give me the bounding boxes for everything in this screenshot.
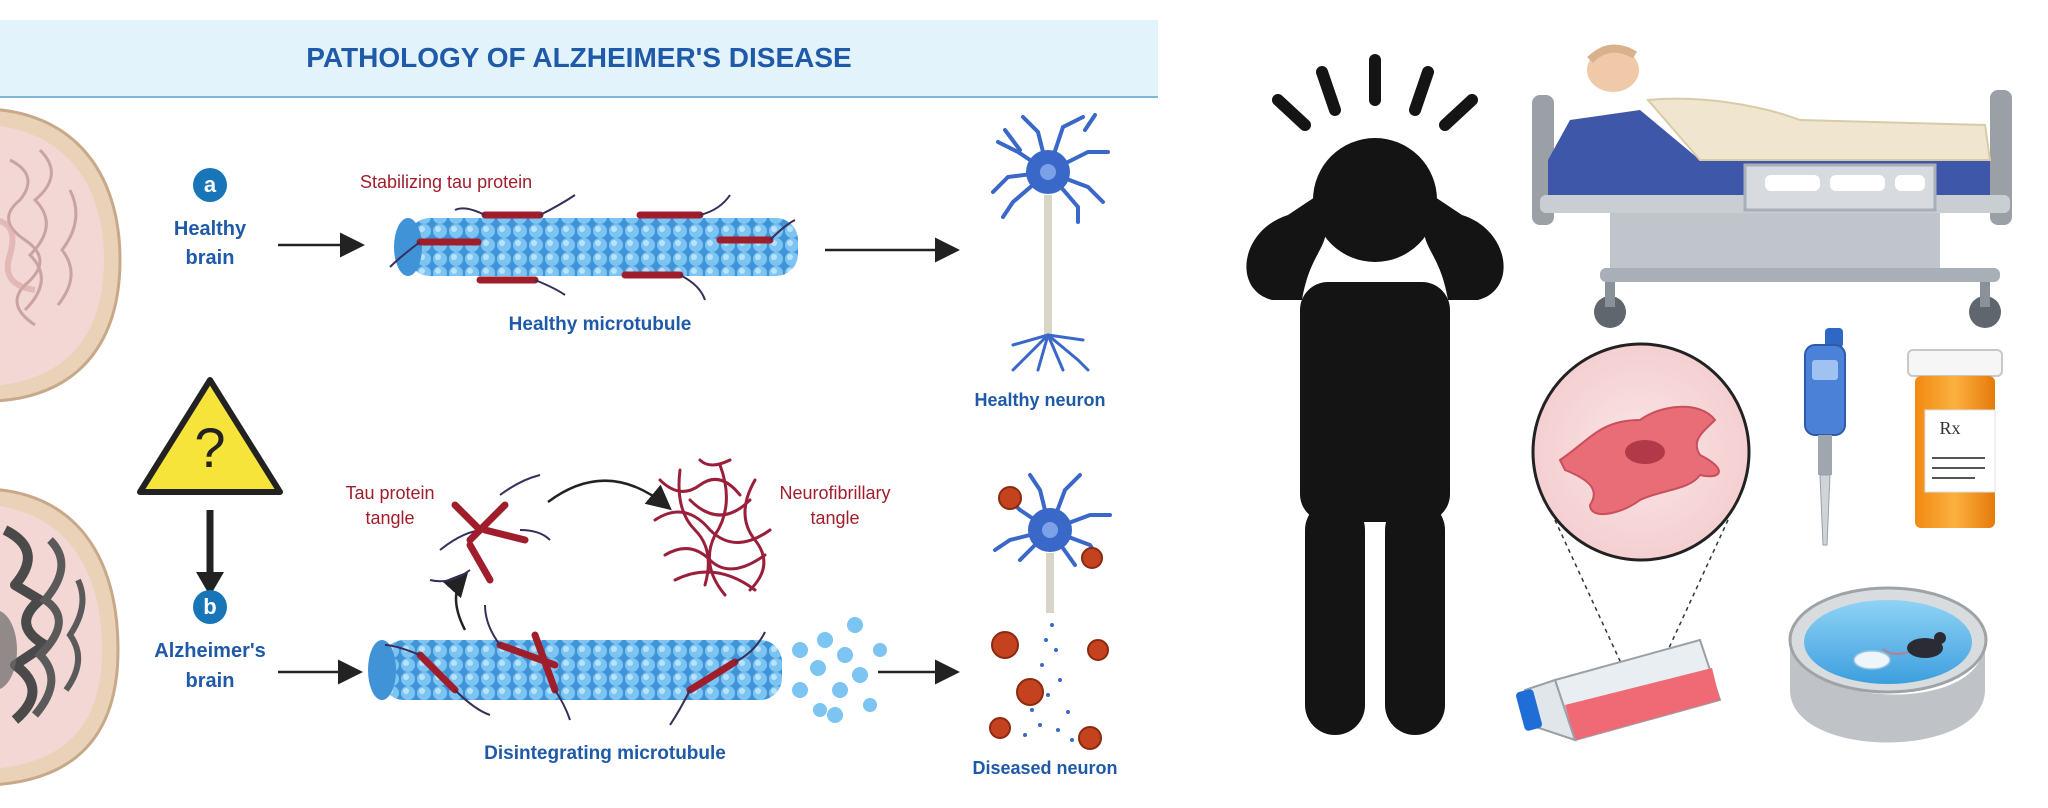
title-banner: PATHOLOGY OF ALZHEIMER'S DISEASE <box>0 20 1158 98</box>
healthy-microtubule-icon <box>389 194 798 301</box>
alzheimers-badge: b <box>193 590 227 624</box>
neurofibrillary-tangle-icon <box>653 458 772 597</box>
warning-question-mark: ? <box>194 416 226 479</box>
alzheimers-brain-icon <box>0 488 120 786</box>
warning-down-arrow-head <box>196 572 224 596</box>
healthy-neuron-icon <box>991 113 1110 372</box>
pipette-icon <box>1804 328 1846 546</box>
diseased-neuron-icon <box>989 473 1112 750</box>
healthy-brain-label-line1: Healthy <box>173 218 247 240</box>
cell-magnified-icon <box>1531 342 1751 701</box>
tau-tangle-label-line2: tangle <box>365 508 415 528</box>
nft-label-line1: Neurofibrillary <box>779 483 891 503</box>
healthy-brain-icon <box>0 108 122 403</box>
diseased-neuron-label: Diseased neuron <box>972 758 1118 778</box>
arrow-tangle-to-nft <box>547 479 672 511</box>
alzheimers-brain-label-line1: Alzheimer's <box>154 640 266 662</box>
healthy-badge: a <box>193 168 227 202</box>
healthy-neuron-label: Healthy neuron <box>974 390 1106 410</box>
stressed-person-icon <box>1246 54 1504 735</box>
disintegrating-microtubule-label: Disintegrating microtubule <box>484 743 726 764</box>
warning-icon <box>137 377 283 495</box>
prescription-label: Rx <box>1939 418 1961 438</box>
healthy-microtubule-label: Healthy microtubule <box>508 314 692 335</box>
tau-tangle-icon <box>429 474 551 584</box>
pill-bottle-icon <box>1907 349 2003 528</box>
figure-title: PATHOLOGY OF ALZHEIMER'S DISEASE <box>306 42 852 73</box>
arrow-microtubule-to-tangle <box>442 571 469 631</box>
healthy-brain-label-line2: brain <box>185 247 235 269</box>
alzheimers-brain-label-line2: brain <box>185 670 235 692</box>
hospital-bed-icon <box>1532 44 2012 328</box>
mouse-icon <box>1882 632 1946 658</box>
nft-label-line2: tangle <box>810 508 860 528</box>
tau-tangle-label-line1: Tau protein <box>345 483 435 503</box>
water-maze-icon <box>1788 586 1988 743</box>
culture-flask-icon <box>1516 638 1722 742</box>
disintegrating-microtubule-icon <box>368 604 887 726</box>
stabilizing-tau-label: Stabilizing tau protein <box>360 172 533 192</box>
